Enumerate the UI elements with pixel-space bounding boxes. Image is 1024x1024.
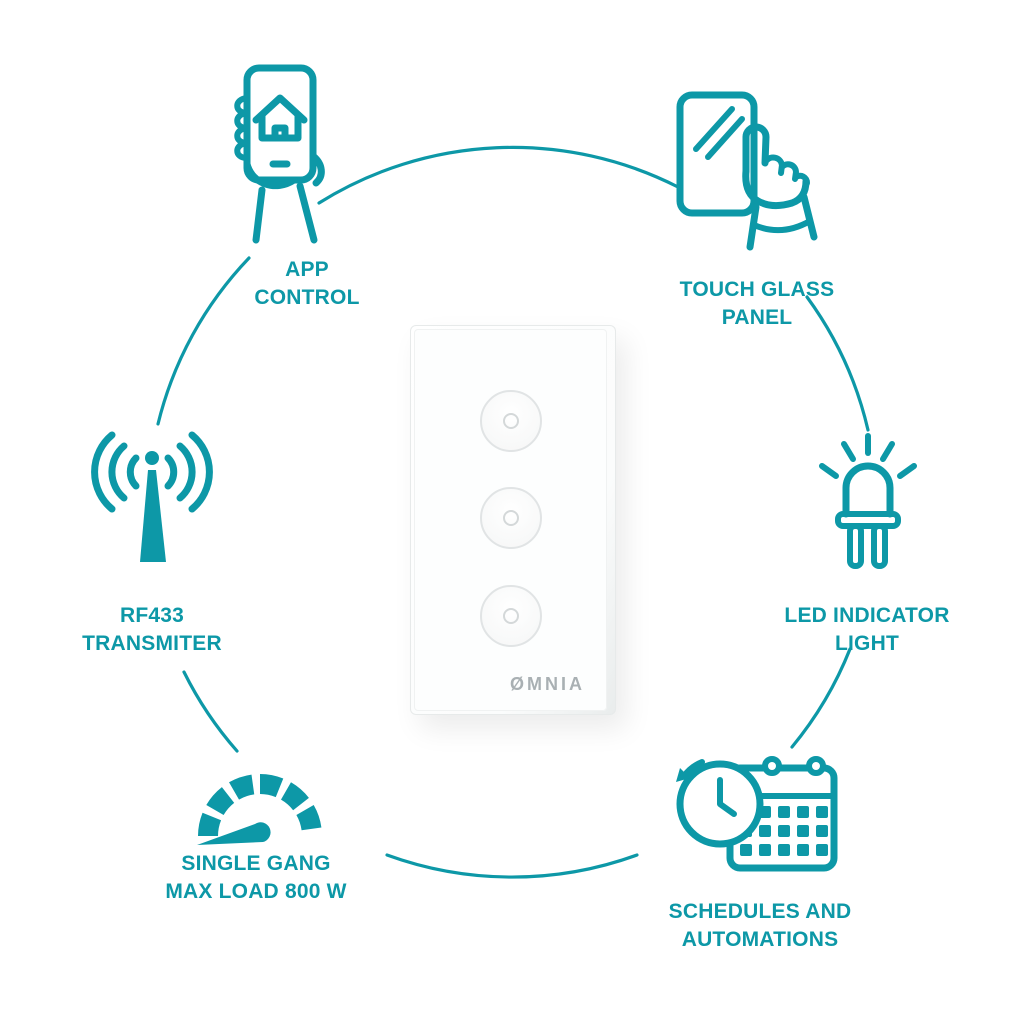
led-indicator-icon	[800, 422, 935, 597]
touch-glass-panel-label: TOUCH GLASS PANEL	[637, 276, 877, 333]
single-gang-label: SINGLE GANG MAX LOAD 800 W	[116, 850, 396, 907]
touch-glass-label-line2: PANEL	[721, 306, 793, 330]
arc-top	[317, 145, 680, 205]
touch-point-icon	[502, 608, 519, 624]
app-control-icon	[192, 58, 357, 253]
switch-glass-face: ØMNIA	[414, 329, 607, 711]
app-control-label-line2: CONTROL	[254, 286, 360, 310]
led-label-line1: LED INDICATOR	[784, 604, 950, 627]
touch-button-3	[479, 585, 542, 647]
schedules-icon	[668, 742, 843, 897]
rf433-antenna-icon	[90, 428, 215, 603]
schedules-label-line1: SCHEDULES AND	[668, 900, 852, 923]
brand-logo: ØMNIA	[510, 674, 585, 694]
smart-switch-image: ØMNIA	[410, 325, 616, 715]
rf433-label-line1: RF433	[119, 604, 185, 627]
led-indicator-label: LED INDICATOR LIGHT	[737, 602, 997, 659]
arc-right-lower	[790, 647, 852, 749]
app-control-label: APP CONTROL	[197, 256, 417, 313]
single-gang-label-line2: MAX LOAD 800 W	[165, 880, 347, 904]
touch-point-icon	[502, 413, 519, 429]
gauge-icon	[185, 748, 335, 853]
touch-point-icon	[502, 510, 519, 526]
rf433-label: RF433 TRANSMITER	[32, 602, 272, 659]
touch-glass-label-line1: TOUCH GLASS	[679, 278, 835, 301]
rf433-label-line2: TRANSMITER	[82, 632, 222, 656]
touch-glass-panel-icon	[668, 85, 818, 265]
arc-left-lower	[182, 670, 239, 753]
schedules-label: SCHEDULES AND AUTOMATIONS	[610, 898, 910, 955]
schedules-label-line2: AUTOMATIONS	[681, 928, 839, 952]
touch-button-1	[479, 390, 542, 452]
arc-left-upper	[156, 256, 251, 426]
led-label-line2: LIGHT	[835, 632, 899, 656]
arc-bottom	[385, 853, 639, 879]
arc-right-upper	[805, 295, 870, 432]
single-gang-label-line1: SINGLE GANG	[181, 852, 331, 875]
touch-button-2	[479, 487, 542, 549]
app-control-label-line1: APP	[285, 258, 329, 281]
